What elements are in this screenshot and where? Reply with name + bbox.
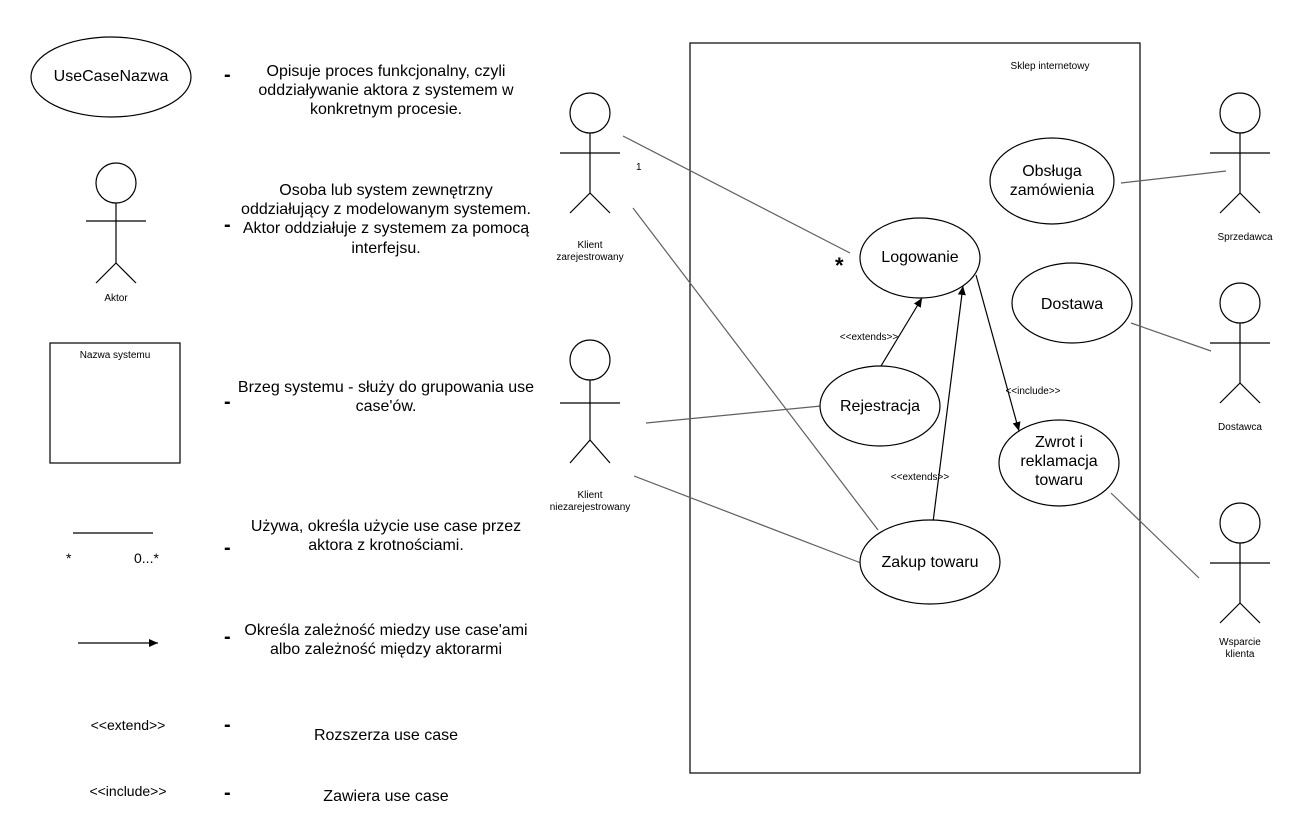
- legend-assoc-dash: -: [224, 537, 231, 559]
- legend-extend-desc: Rozszerza use case: [313, 727, 459, 744]
- assoc-klient-zarejestrowany-zakup: [632, 207, 879, 531]
- legend-system-symbol: [49, 342, 181, 464]
- assoc-dostawca-dostawa: [1130, 322, 1212, 352]
- usecase-logowanie: [859, 217, 981, 299]
- usecase-label-logowanie: Logowanie: [881, 249, 959, 266]
- assoc-klient-zarejestrowany-logowanie: [622, 135, 851, 254]
- extends-zakup-logowanie: [932, 285, 966, 523]
- assoc-wsparcie-zwrot: [1110, 492, 1200, 579]
- include-logowanie-zwrot: [975, 274, 1021, 432]
- actor-sprzedawca: [1210, 92, 1270, 214]
- usecase-dostawa: [1011, 262, 1133, 344]
- assoc-klient-niezarejestrowany-zakup: [633, 475, 862, 564]
- legend-system-desc: Brzeg systemu - służy do grupowania use …: [237, 379, 535, 416]
- usecase-label-rejestracja: Rejestracja: [839, 398, 921, 415]
- actor-label-klient-niezarejestrowany: Klient niezarejestrowany: [549, 490, 631, 513]
- assoc-sprzedawca-obsluga: [1120, 170, 1227, 184]
- legend-extend-symbol: <<extend>>: [90, 717, 166, 733]
- usecase-zwrot: [998, 419, 1120, 507]
- multiplicity-klient-zarejestrowany: 1: [636, 162, 642, 173]
- usecase-label-zakup-towaru: Zakup towaru: [881, 554, 979, 571]
- assoc-klient-niezarejestrowany-rejestracja: [645, 405, 822, 424]
- legend-include-desc: Zawiera use case: [323, 788, 449, 805]
- actor-klient-zarejestrowany: [560, 92, 620, 214]
- legend-actor-label: Aktor: [104, 293, 128, 304]
- relation-label-include: <<include>>: [1005, 386, 1061, 397]
- usecase-obsluga-zamowienia: [989, 137, 1115, 225]
- actor-label-wsparcie-klienta: Wsparcie klienta: [1219, 637, 1261, 660]
- usecase-zakup-towaru: [859, 519, 1001, 605]
- legend-system-dash: -: [224, 391, 231, 413]
- usecase-label-dostawa: Dostawa: [1040, 296, 1104, 313]
- actor-label-dostawca: Dostawca: [1218, 422, 1262, 433]
- system-boundary: [689, 42, 1141, 774]
- usecase-label-obsluga-zamowienia: Obsługa zamówienia: [1009, 163, 1095, 200]
- legend-actor-desc: Osoba lub system zewnętrzny oddziałujący…: [241, 182, 531, 257]
- actor-label-klient-zarejestrowany: Klient zarejestrowany: [556, 240, 624, 263]
- usecase-label-zwrot: Zwrot i reklamacja towaru: [1020, 434, 1098, 490]
- legend-include-symbol: <<include>>: [89, 783, 167, 799]
- legend-assoc-mult-right: 0...*: [134, 550, 159, 566]
- legend-usecase-symbol: [30, 36, 192, 118]
- relation-label-extends-zakup: <<extends>>: [890, 472, 950, 483]
- actor-wsparcie-klienta: [1210, 502, 1270, 624]
- extends-rejestracja-logowanie: [880, 297, 923, 367]
- legend-dependency-desc: Określa zależność miedzy use case'ami al…: [244, 622, 528, 659]
- multiplicity-logowanie: *: [835, 253, 844, 278]
- legend-actor-symbol: [86, 162, 146, 284]
- actor-dostawca: [1210, 282, 1270, 404]
- relation-label-extends-rejestracja: <<extends>>: [839, 332, 899, 343]
- usecase-rejestracja: [819, 365, 941, 447]
- actor-label-sprzedawca: Sprzedawca: [1217, 232, 1273, 243]
- legend-usecase-desc: Opisuje proces funkcjonalny, czyli oddzi…: [258, 63, 514, 119]
- legend-assoc-mult-left: *: [66, 550, 72, 566]
- system-name: Sklep internetowy: [1010, 61, 1090, 72]
- legend-include-dash: -: [224, 782, 231, 804]
- actor-klient-niezarejestrowany: [560, 339, 620, 464]
- legend-assoc-desc: Używa, określa użycie use case przez akt…: [250, 518, 522, 555]
- legend-usecase-dash: -: [224, 64, 231, 86]
- legend-actor-dash: -: [224, 214, 231, 236]
- legend-extend-dash: -: [224, 714, 231, 736]
- legend-dependency-dash: -: [224, 626, 231, 648]
- legend-usecase-label: UseCaseNazwa: [53, 68, 169, 85]
- legend-system-label: Nazwa systemu: [79, 350, 151, 361]
